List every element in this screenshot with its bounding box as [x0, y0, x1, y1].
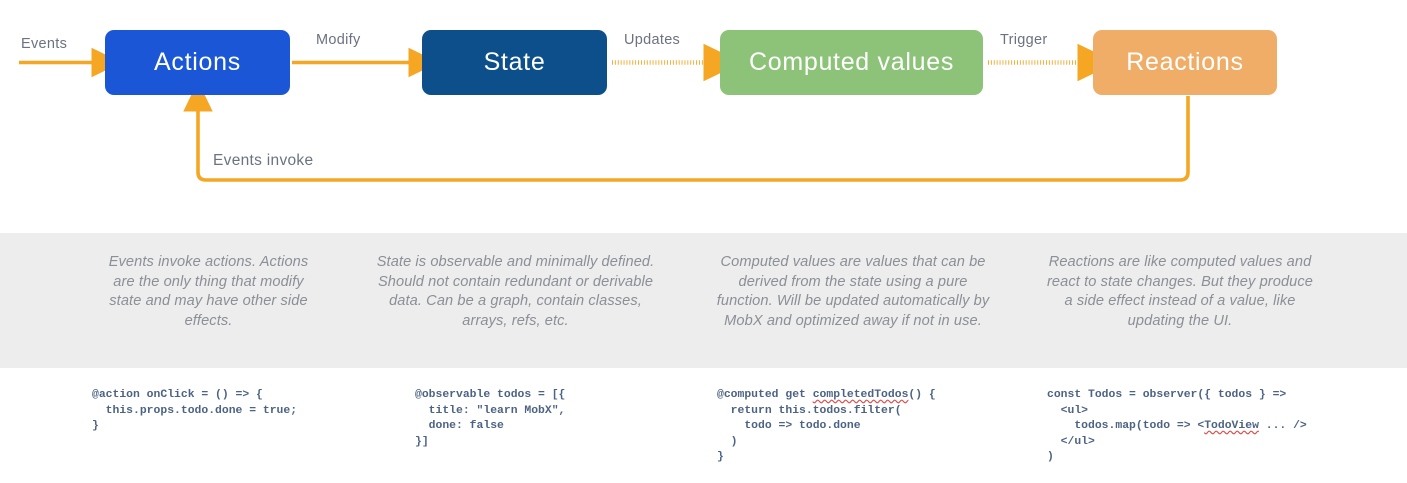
code-line: ) [1047, 451, 1054, 463]
edge-label-events-invoke: Events invoke [213, 152, 314, 169]
code-line: done: false [415, 420, 504, 432]
code-line: ) [717, 435, 738, 448]
code-line: return this.todos.filter( [717, 404, 902, 417]
code-sample-state: @observable todos = [{ title: "learn Mob… [415, 388, 565, 450]
code-line-part: @computed get [717, 389, 813, 401]
node-reactions-label: Reactions [1126, 48, 1244, 76]
node-state[interactable]: State [422, 30, 607, 95]
code-line: todo => todo.done [717, 420, 861, 432]
edge-label-updates: Updates [624, 32, 681, 48]
code-line: @observable todos = [{ [415, 389, 566, 401]
description-state: State is observable and minimally define… [376, 254, 655, 329]
code-line: this.props.todo.done = true; [92, 404, 298, 417]
node-state-label: State [483, 48, 546, 76]
code-line-part: () { [908, 389, 936, 401]
arrow-reactions-feedback-to-actions [183, 81, 1190, 182]
edge-label-modify: Modify [316, 32, 361, 48]
code-sample-actions: @action onClick = () => { this.props.tod… [92, 388, 297, 435]
description-reactions: Reactions are like computed values and r… [1046, 254, 1314, 329]
node-actions[interactable]: Actions [105, 30, 290, 95]
code-line: </ul> [1047, 435, 1095, 448]
edge-label-events: Events [21, 36, 68, 52]
code-samples-row: @action onClick = () => { this.props.tod… [0, 368, 1407, 483]
node-actions-label: Actions [154, 48, 241, 76]
code-sample-computed-values: @computed get completedTodos() { return … [717, 388, 936, 466]
node-reactions[interactable]: Reactions [1093, 30, 1277, 95]
dataflow-diagram: Actions State Computed values Reactions … [0, 0, 1407, 233]
code-line: } [717, 451, 724, 463]
node-computed-values[interactable]: Computed values [720, 30, 983, 95]
code-line: } [92, 420, 99, 432]
edge-label-trigger: Trigger [1000, 32, 1048, 48]
spellcheck-underline-completedtodos: completedTodos [812, 389, 909, 401]
code-line: @action onClick = () => { [92, 389, 263, 401]
code-line: title: "learn MobX", [415, 404, 566, 417]
diagram-arrows-layer [19, 43, 1190, 182]
node-computed-values-label: Computed values [748, 48, 955, 76]
spellcheck-underline-todoview: TodoView [1204, 420, 1259, 432]
description-computed-values: Computed values are values that can be d… [716, 254, 990, 329]
code-line: <ul> [1047, 404, 1089, 417]
description-actions: Events invoke actions. Actions are the o… [108, 254, 309, 329]
code-line-part: ... /> [1258, 420, 1307, 432]
code-line: }] [415, 435, 429, 448]
description-band: Events invoke actions. Actions are the o… [0, 233, 1407, 368]
code-line-part: todos.map(todo => < [1047, 420, 1205, 432]
code-line: const Todos = observer({ todos } => [1047, 389, 1287, 401]
code-sample-reactions: const Todos = observer({ todos } => <ul>… [1047, 388, 1307, 466]
